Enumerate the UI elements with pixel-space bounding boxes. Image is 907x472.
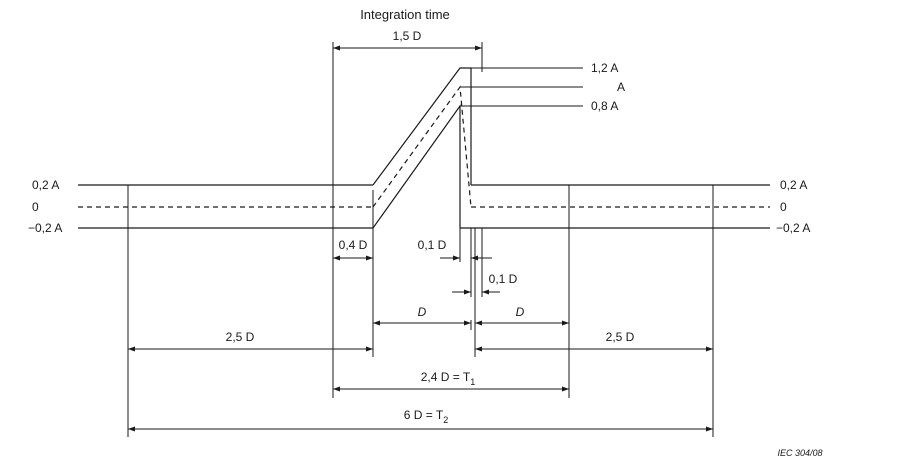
label-zero-left: 0 bbox=[32, 200, 39, 214]
dim-left-25-label: 2,5 D bbox=[226, 330, 255, 344]
dim-d-left-label: D bbox=[418, 305, 427, 319]
extension-lines bbox=[127, 42, 714, 437]
dim-t2-subscript: 2 bbox=[443, 415, 448, 425]
label-peak-12: 1,2 A bbox=[591, 61, 618, 75]
dim-rise-tol-label: 0,4 D bbox=[339, 238, 368, 252]
dim-t2-label: 6 D = T2 bbox=[404, 408, 448, 425]
baseline-right bbox=[460, 184, 770, 229]
dim-integration-label: 1,5 D bbox=[393, 29, 422, 43]
upper-tolerance-pulse bbox=[372, 67, 472, 186]
label-plus-02-right: 0,2 A bbox=[780, 178, 807, 192]
label-plus-02-left: 0,2 A bbox=[32, 178, 59, 192]
diagram-title: Integration time bbox=[360, 7, 450, 22]
label-minus-02-right: −0,2 A bbox=[776, 221, 810, 235]
label-minus-02-left: −0,2 A bbox=[28, 221, 62, 235]
dim-t1-label: 2,4 D = T1 bbox=[421, 370, 476, 387]
dim-t1-subscript: 1 bbox=[470, 377, 475, 387]
dim-right-25-label: 2,5 D bbox=[606, 330, 635, 344]
figure-credit: IEC 304/08 bbox=[777, 448, 822, 458]
nominal-pulse bbox=[372, 85, 472, 208]
label-peak-08: 0,8 A bbox=[591, 99, 618, 113]
dim-fall-tol-2-label: 0,1 D bbox=[489, 272, 518, 286]
label-zero-right: 0 bbox=[780, 200, 787, 214]
peak-leaders bbox=[459, 67, 583, 297]
label-peak-1: A bbox=[617, 80, 625, 94]
dim-d-right-label: D bbox=[516, 305, 525, 319]
baseline-left bbox=[78, 184, 373, 229]
dim-fall-tol-1-label: 0,1 D bbox=[418, 238, 447, 252]
